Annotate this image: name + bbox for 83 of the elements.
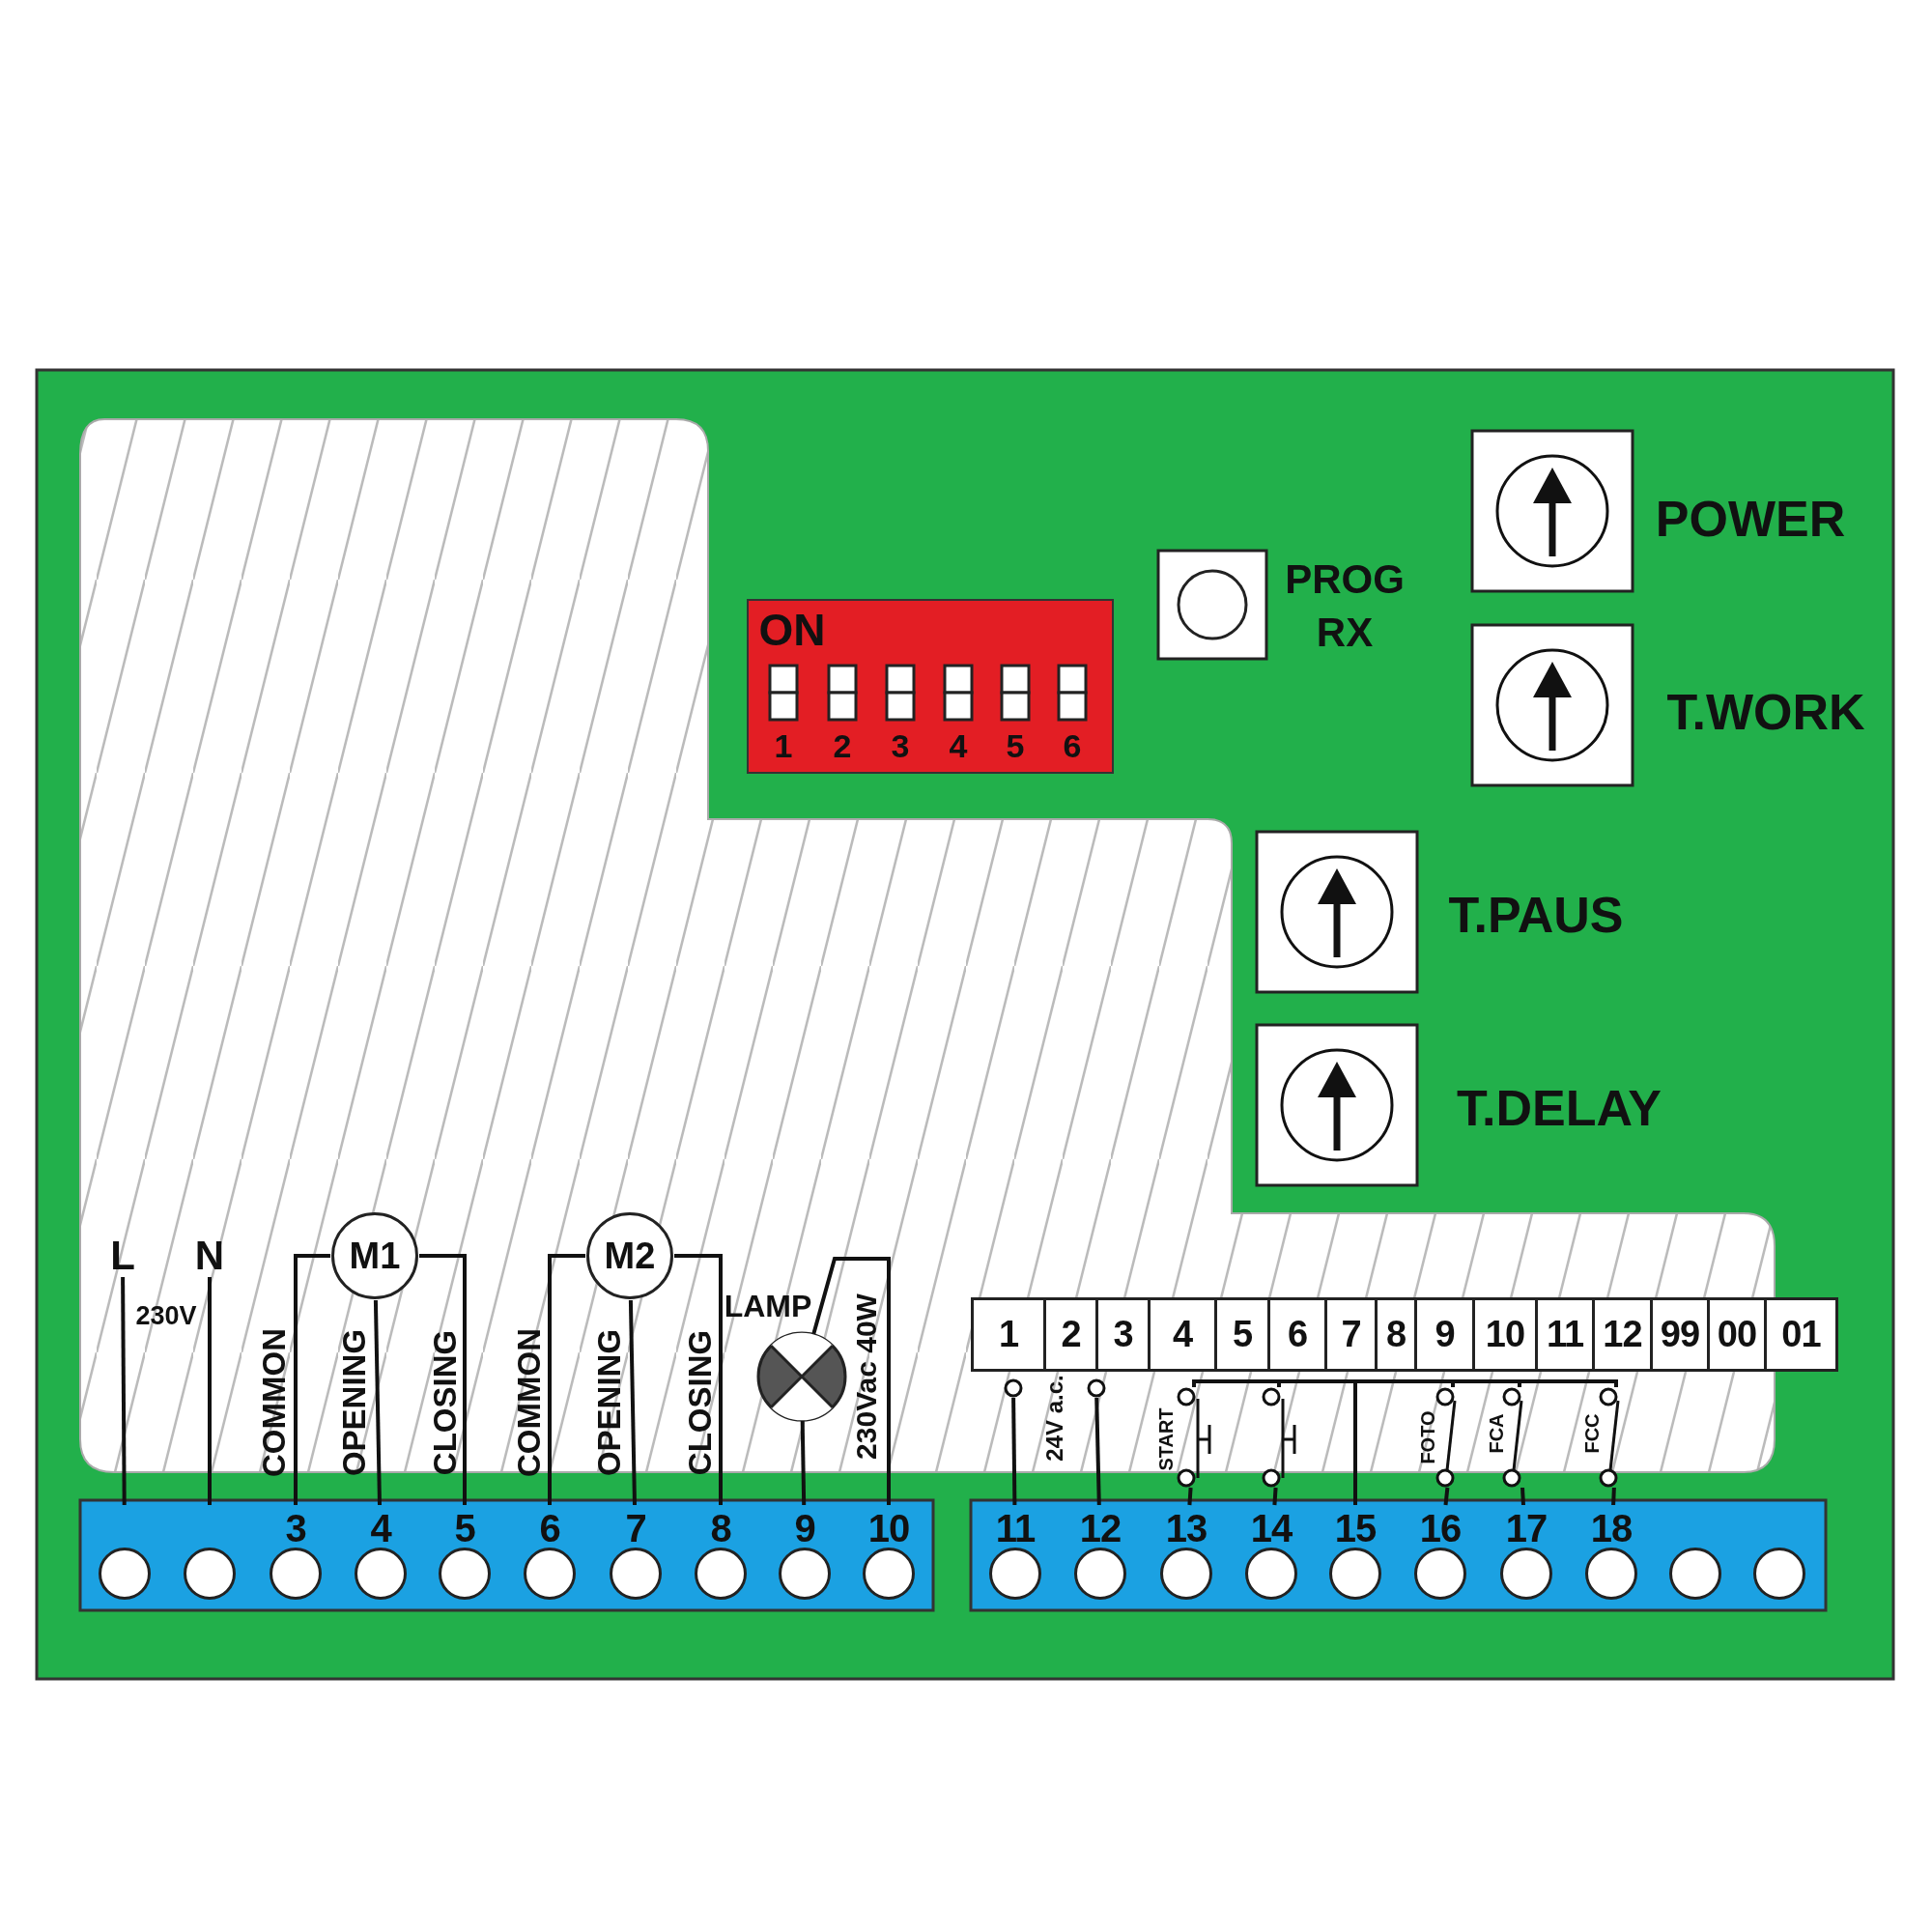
contact-label: FOTO [1418, 1410, 1437, 1464]
terminal-number: 15 [1333, 1509, 1378, 1548]
header-pin: 3 [1095, 1297, 1151, 1372]
wire [811, 1257, 891, 1505]
header-pin: 8 [1375, 1297, 1417, 1372]
trimmer-label: T.PAUS [1448, 890, 1624, 940]
terminal-label: L [110, 1236, 135, 1276]
contact-point [1004, 1378, 1023, 1398]
wire [548, 1254, 585, 1505]
header-pin: 11 [1535, 1297, 1595, 1372]
header-pin: 5 [1214, 1297, 1270, 1372]
header-pin: 7 [1324, 1297, 1378, 1372]
terminal-number: 3 [284, 1509, 307, 1548]
contact-label: FCC [1582, 1413, 1602, 1454]
voltage-label: 24V a.c. [1043, 1375, 1066, 1462]
lamp-label: LAMP [724, 1291, 812, 1321]
contact-point [1087, 1378, 1106, 1398]
header-pin: 1 [971, 1297, 1046, 1372]
edge-label: CLOSING [428, 1329, 461, 1476]
terminal-number: 14 [1249, 1509, 1293, 1548]
trimmer-label: POWER [1655, 494, 1846, 544]
terminal-label: N [194, 1236, 225, 1276]
terminal-number: 8 [709, 1509, 732, 1548]
switch-label: ON [758, 608, 826, 652]
edge-label: COMMON [512, 1328, 545, 1477]
contact-label: START [1156, 1407, 1176, 1471]
header-pin: 6 [1267, 1297, 1327, 1372]
header-pin: 10 [1472, 1297, 1538, 1372]
wire [1611, 1487, 1616, 1506]
switch-number: 4 [949, 729, 968, 762]
voltage-label: 230V [135, 1302, 197, 1329]
edge-label: OPENING [592, 1328, 625, 1477]
header-pin: 4 [1148, 1297, 1217, 1372]
terminal-number: 6 [538, 1509, 561, 1548]
header-pin: 9 [1414, 1297, 1475, 1372]
switch-symbol [1502, 1387, 1523, 1488]
terminal-number: 7 [624, 1509, 647, 1548]
header-pin: 00 [1707, 1297, 1767, 1372]
wire [628, 1299, 637, 1506]
switch-number: 5 [1006, 729, 1025, 762]
edge-label: CLOSING [683, 1329, 716, 1476]
terminal-number: 16 [1418, 1509, 1463, 1548]
switch-symbol [1177, 1387, 1211, 1488]
wire [1272, 1487, 1278, 1506]
switch-number: 3 [891, 729, 910, 762]
terminal-number: 12 [1078, 1509, 1122, 1548]
wire [373, 1299, 382, 1506]
terminal-number: 13 [1164, 1509, 1208, 1548]
wire [1094, 1397, 1101, 1506]
trimmer-label: T.DELAY [1457, 1083, 1662, 1133]
switch-number: 2 [833, 729, 852, 762]
switch-symbol [1599, 1387, 1620, 1488]
terminal-number: 10 [867, 1509, 911, 1548]
edge-label: COMMON [257, 1328, 290, 1477]
button-label: PROG RX [1284, 555, 1406, 657]
header-pin: 12 [1592, 1297, 1653, 1372]
trimmer-label: T.WORK [1666, 687, 1865, 737]
wire [294, 1254, 330, 1505]
switch-symbol [1262, 1387, 1296, 1488]
switch-number: 1 [774, 729, 793, 762]
edge-label: OPENING [337, 1328, 370, 1477]
wire [121, 1277, 127, 1505]
switch-symbol [1435, 1387, 1457, 1488]
terminal-number: 4 [369, 1509, 393, 1548]
wire [1443, 1487, 1450, 1506]
wire [1187, 1487, 1193, 1506]
header-pin: 2 [1043, 1297, 1098, 1372]
wire [1520, 1487, 1525, 1506]
wire [674, 1254, 723, 1505]
terminal-number: 5 [453, 1509, 476, 1548]
contact-label: FCA [1487, 1413, 1506, 1454]
wire [800, 1420, 807, 1506]
header-pin: 99 [1650, 1297, 1710, 1372]
terminal-number: 11 [994, 1509, 1037, 1548]
lamp-symbol [756, 1331, 847, 1422]
wire [419, 1254, 467, 1505]
switch-number: 6 [1063, 729, 1082, 762]
wire [208, 1277, 212, 1505]
terminal-number: 17 [1504, 1509, 1548, 1548]
terminal-number: 18 [1589, 1509, 1634, 1548]
terminal-number: 9 [793, 1509, 816, 1548]
header-pin: 01 [1764, 1297, 1838, 1372]
edge-label: 230Vac 40W [852, 1293, 881, 1460]
